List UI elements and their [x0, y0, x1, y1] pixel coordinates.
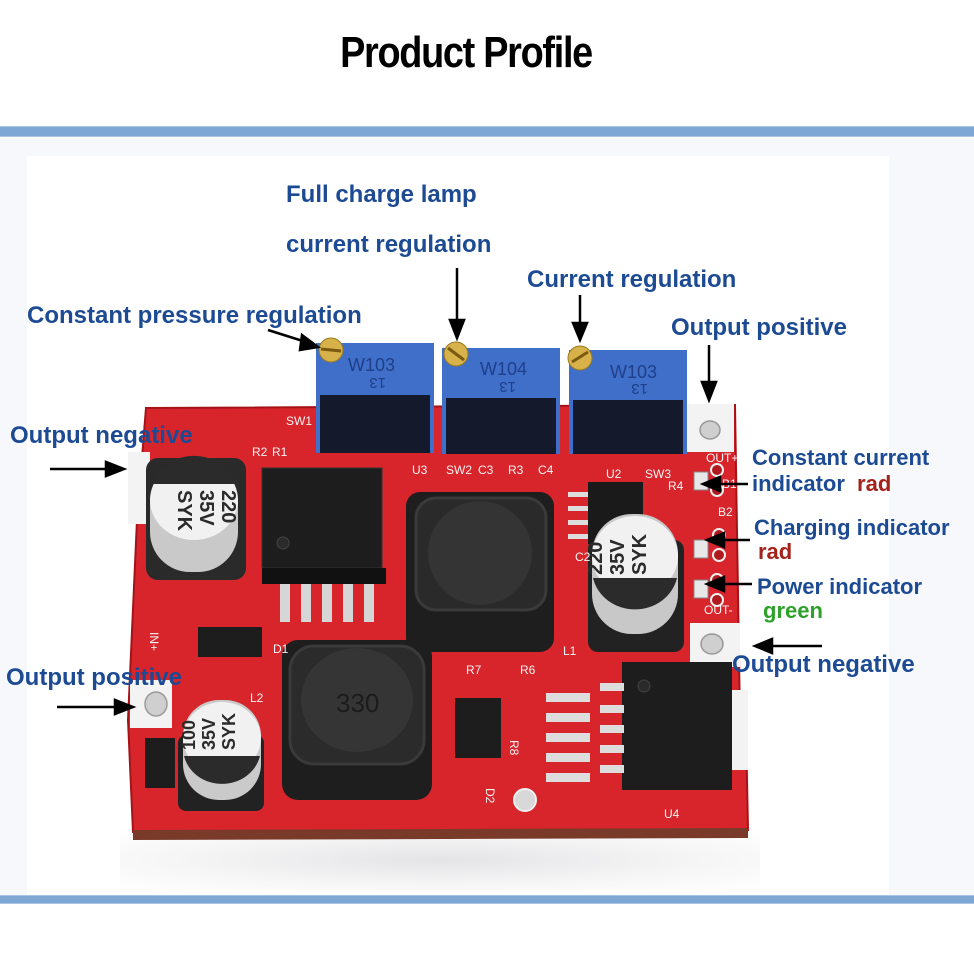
pcb-edge [133, 828, 748, 840]
pot-3-code: W103 [610, 362, 657, 382]
top-divider-bar [0, 126, 974, 137]
potentiometer-1 [316, 337, 434, 453]
board-shadow [120, 830, 760, 890]
arrow-charging-head [703, 531, 726, 549]
smd-left-component [145, 738, 175, 788]
label-constant-pressure-regulation: Constant pressure regulation [27, 302, 362, 329]
arrow-output-negative-right-head [751, 637, 774, 655]
silk-r6: R6 [520, 663, 536, 677]
terminal-pad-right-lower [730, 690, 748, 770]
bottom-divider-bar [0, 895, 974, 904]
label-output-negative-left: Output negative [10, 422, 193, 449]
inductor-l2 [282, 640, 432, 800]
potentiometer-3 [567, 345, 687, 454]
regulator-u1 [261, 467, 386, 622]
silk-r4: R4 [668, 479, 684, 493]
mount-hole-out-minus [700, 633, 724, 655]
silk-d2: D2 [483, 788, 497, 804]
mount-hole-left [144, 691, 168, 717]
silk-u4: U4 [664, 807, 680, 821]
arrow-constant-pressure [267, 328, 307, 344]
silk-out-minus: OUT- [704, 603, 733, 617]
cap-100-label: 100 [179, 720, 199, 750]
silk-sw3: SW3 [645, 467, 671, 481]
label-output-positive-top: Output positive [671, 314, 847, 341]
label-output-positive-left: Output positive [6, 664, 182, 691]
arrow-output-positive-left-head [113, 698, 137, 716]
diode-d2 [455, 698, 501, 758]
cap-right-voltage: 35V [607, 539, 629, 575]
potentiometer-2 [442, 341, 560, 454]
silk-l2: L2 [250, 691, 264, 705]
arrow-full-charge-head [448, 318, 466, 342]
mount-hole-out-plus [699, 420, 721, 440]
label-full-charge-line2: current regulation [286, 231, 492, 258]
arrow-output-positive-top-head [700, 380, 718, 404]
label-constant-current-text: indicator [752, 471, 845, 496]
silk-c3: C3 [478, 463, 494, 477]
terminal-pad-left-top [128, 452, 150, 524]
arrow-constant-current-head [699, 475, 722, 493]
capacitor-220-right [588, 514, 684, 652]
pot-1-sub: 13 [369, 374, 386, 391]
cap-left-brand: SYK [173, 490, 195, 532]
label-constant-current-line2: indicator rad [752, 471, 891, 497]
label-constant-current-color: rad [857, 471, 892, 496]
silk-sw2: SW2 [446, 463, 472, 477]
label-output-negative-right: Output negative [732, 651, 915, 678]
label-current-regulation: Current regulation [527, 266, 737, 293]
cap-100-brand: SYK [219, 713, 239, 750]
silk-c2: C2 [575, 550, 591, 564]
regulator-u4 [546, 662, 732, 790]
label-power-color: green [763, 598, 823, 623]
label-charging-indicator: Charging indicator [754, 515, 950, 540]
inductor-marking: 330 [336, 688, 379, 718]
label-power-indicator: Power indicator [757, 574, 923, 599]
label-charging-color: rad [758, 539, 793, 564]
capacitor-100 [178, 700, 264, 811]
cap-right-brand: SYK [629, 533, 651, 575]
inductor-l1 [406, 492, 554, 652]
mount-hole-bottom [513, 788, 537, 812]
callout-arrows [50, 268, 822, 716]
pot-1-code: W103 [348, 355, 395, 375]
capacitor-220-left [146, 455, 246, 580]
silk-r7: R7 [466, 663, 482, 677]
silk-in-plus: IN+ [147, 632, 161, 651]
cap-right-label: 220 [585, 542, 607, 575]
pot-2-code: W104 [480, 359, 527, 379]
silk-d1: D1 [273, 642, 289, 656]
label-constant-current-line1: Constant current [752, 445, 930, 470]
silk-b2: B2 [718, 505, 733, 519]
silk-r2: R2 [252, 445, 268, 459]
arrow-current-regulation-head [571, 321, 589, 344]
silk-c4: C4 [538, 463, 554, 477]
label-full-charge-line1: Full charge lamp [286, 181, 477, 208]
silk-sw1: SW1 [286, 414, 312, 428]
silkscreen-labels: SW1 R2 R1 U3 SW2 C3 R3 C4 U2 SW3 R4 B1 B… [147, 414, 738, 821]
arrow-constant-pressure-head [298, 332, 322, 352]
arrow-power-head [703, 575, 726, 593]
pot-3-sub: 13 [631, 380, 648, 397]
silk-r1: R1 [272, 445, 288, 459]
cap-100-voltage: 35V [199, 718, 219, 750]
pot-2-sub: 13 [499, 378, 516, 395]
arrow-output-negative-left-head [104, 460, 128, 478]
page-title: Product Profile [340, 28, 593, 77]
silk-r3: R3 [508, 463, 524, 477]
diode-d1 [198, 627, 262, 657]
silk-out-plus: OUT+ [706, 451, 738, 465]
cap-left-voltage: 35V [195, 490, 217, 526]
silk-u2: U2 [606, 467, 622, 481]
silk-l1: L1 [563, 644, 577, 658]
cap-left-label: 220 [217, 490, 239, 523]
silk-r8: R8 [507, 740, 521, 756]
silk-u3: U3 [412, 463, 428, 477]
